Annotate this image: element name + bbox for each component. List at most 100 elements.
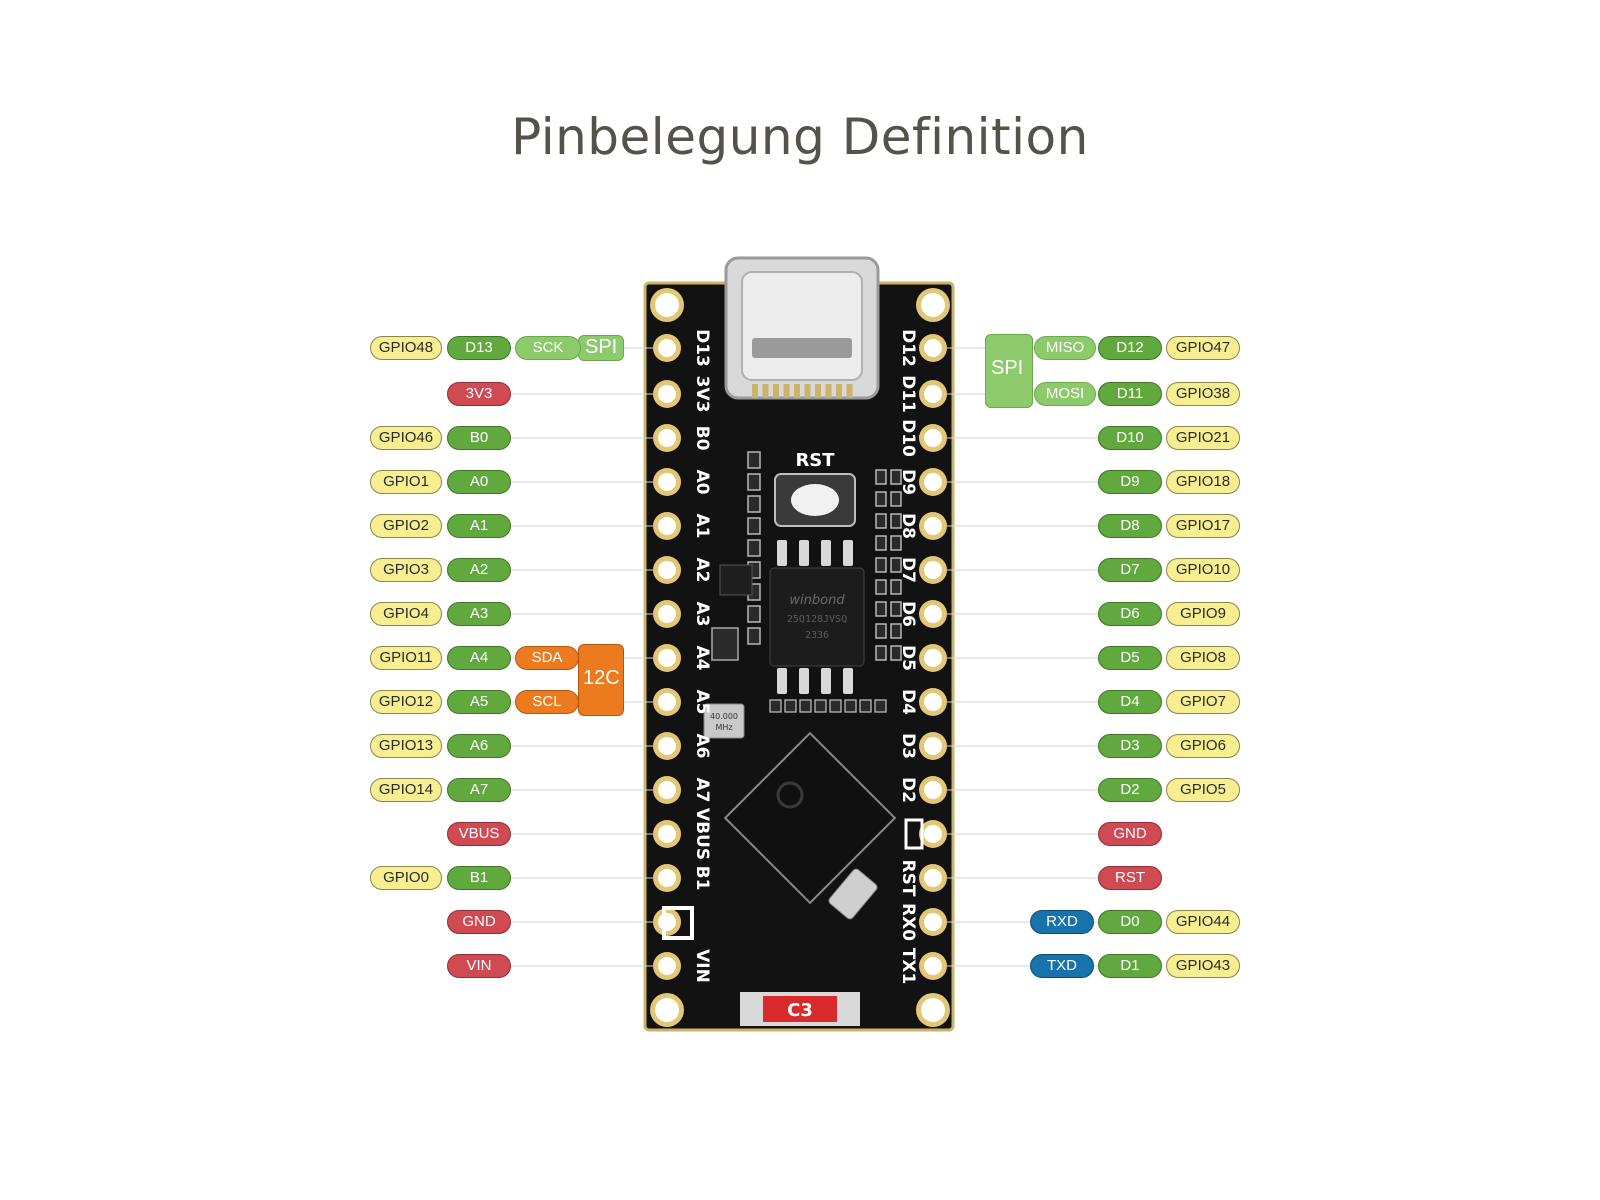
pin-label-gpio5: GPIO5 bbox=[1166, 778, 1240, 802]
smd-part bbox=[875, 579, 887, 595]
silk-label-left: A2 bbox=[692, 558, 712, 583]
pin-label-d0: D0 bbox=[1098, 910, 1162, 934]
pin-label-gnd: GND bbox=[1098, 822, 1162, 846]
smd-part bbox=[890, 601, 902, 617]
flash-pin bbox=[777, 668, 787, 694]
silk-label-left: D13 bbox=[692, 329, 712, 367]
silk-label-left: 3V3 bbox=[692, 376, 712, 413]
smd-part bbox=[769, 699, 782, 713]
pin-hole-left bbox=[658, 339, 676, 357]
pin-hole-left bbox=[658, 913, 676, 931]
silk-label-right: D4 bbox=[898, 689, 918, 715]
pin-hole-left bbox=[658, 473, 676, 491]
silk-label-right: D2 bbox=[898, 777, 918, 803]
board-model-label: C3 bbox=[787, 1000, 813, 1021]
pin-label-d13: D13 bbox=[447, 336, 511, 360]
pin-label-b0: B0 bbox=[447, 426, 511, 450]
smd-part bbox=[875, 645, 887, 661]
silk-label-left: A1 bbox=[692, 514, 712, 539]
flash-pin bbox=[843, 540, 853, 566]
silk-label-left: A4 bbox=[692, 646, 712, 671]
pin-label-a7: A7 bbox=[447, 778, 511, 802]
pin-label-3v3: 3V3 bbox=[447, 382, 511, 406]
pin-label-gpio18: GPIO18 bbox=[1166, 470, 1240, 494]
i2c-group bbox=[578, 644, 624, 716]
pin-hole-right bbox=[924, 339, 942, 357]
regulator-chip bbox=[719, 564, 753, 596]
smd-part bbox=[890, 557, 902, 573]
smd-part bbox=[875, 469, 887, 485]
flash-pin bbox=[799, 668, 809, 694]
usb-c-contact bbox=[825, 384, 832, 398]
pin-label-d1: D1 bbox=[1098, 954, 1162, 978]
gnd-marker-right bbox=[904, 818, 924, 850]
silk-label-right: D12 bbox=[898, 329, 918, 367]
pin-label-gpio3: GPIO3 bbox=[370, 558, 442, 582]
pin-label-scl: SCL bbox=[515, 690, 579, 714]
pin-label-txd: TXD bbox=[1030, 954, 1094, 978]
smd-part bbox=[829, 699, 842, 713]
pin-label-gpio14: GPIO14 bbox=[370, 778, 442, 802]
pin-label-a0: A0 bbox=[447, 470, 511, 494]
pin-label-gnd: GND bbox=[447, 910, 511, 934]
pin-label-gpio10: GPIO10 bbox=[1166, 558, 1240, 582]
pin-label-gpio0: GPIO0 bbox=[370, 866, 442, 890]
flash-brand: winbond bbox=[789, 593, 845, 608]
silk-label-right: RST bbox=[898, 860, 918, 897]
i2c-group-label: 12C bbox=[583, 667, 620, 689]
usb-c-shell bbox=[741, 271, 863, 381]
pin-hole-left bbox=[658, 957, 676, 975]
chip-antenna bbox=[828, 868, 878, 920]
pin-label-d11: D11 bbox=[1098, 382, 1162, 406]
pin-hole-left bbox=[658, 605, 676, 623]
pin-label-a3: A3 bbox=[447, 602, 511, 626]
pin-hole-left bbox=[658, 429, 676, 447]
silk-label-left: A3 bbox=[692, 602, 712, 627]
smd-part bbox=[890, 513, 902, 529]
smd-part bbox=[875, 601, 887, 617]
pin-label-gpio4: GPIO4 bbox=[370, 602, 442, 626]
pin-label-gpio43: GPIO43 bbox=[1166, 954, 1240, 978]
reset-label: RST bbox=[795, 450, 835, 471]
smd-part bbox=[747, 627, 761, 645]
smd-part bbox=[890, 469, 902, 485]
silk-label-left: A6 bbox=[692, 734, 712, 759]
smd-part bbox=[890, 645, 902, 661]
usb-c-tongue bbox=[752, 338, 852, 358]
pin-label-gpio12: GPIO12 bbox=[370, 690, 442, 714]
pin-label-gpio1: GPIO1 bbox=[370, 470, 442, 494]
silk-label-right: RX0 bbox=[898, 903, 918, 941]
silk-label-right: D9 bbox=[898, 469, 918, 495]
pin-label-gpio48: GPIO48 bbox=[370, 336, 442, 360]
mount-hole bbox=[921, 293, 945, 317]
pin-hole-right bbox=[924, 869, 942, 887]
pin-hole-left bbox=[658, 649, 676, 667]
pin-label-d2: D2 bbox=[1098, 778, 1162, 802]
reset-button bbox=[791, 484, 839, 516]
pin-label-a4: A4 bbox=[447, 646, 511, 670]
pin-label-b1: B1 bbox=[447, 866, 511, 890]
silk-label-left: A5 bbox=[692, 690, 712, 715]
smd-part bbox=[747, 605, 761, 623]
pin-hole-left bbox=[658, 693, 676, 711]
pin-hole-right bbox=[924, 561, 942, 579]
usb-c-contact bbox=[762, 384, 769, 398]
spi-group-left-label: SPI bbox=[585, 336, 618, 358]
smd-part bbox=[747, 495, 761, 513]
smd-part bbox=[875, 513, 887, 529]
usb-c-contact bbox=[773, 384, 779, 398]
smd-part bbox=[814, 699, 827, 713]
pin-label-gpio38: GPIO38 bbox=[1166, 382, 1240, 406]
spi-group-right-label: SPI bbox=[991, 357, 1024, 379]
pin-label-sck: SCK bbox=[515, 336, 581, 360]
silk-label-right: TX1 bbox=[898, 948, 918, 985]
silk-label-left: VBUS bbox=[692, 808, 712, 860]
flash-part: 25Q128JVSQ bbox=[787, 614, 847, 625]
smd-part bbox=[874, 699, 887, 713]
smd-part bbox=[890, 623, 902, 639]
pin-label-a6: A6 bbox=[447, 734, 511, 758]
flash-pin bbox=[843, 668, 853, 694]
smd-part bbox=[784, 699, 797, 713]
smd-part bbox=[859, 699, 872, 713]
pin-hole-left bbox=[658, 825, 676, 843]
